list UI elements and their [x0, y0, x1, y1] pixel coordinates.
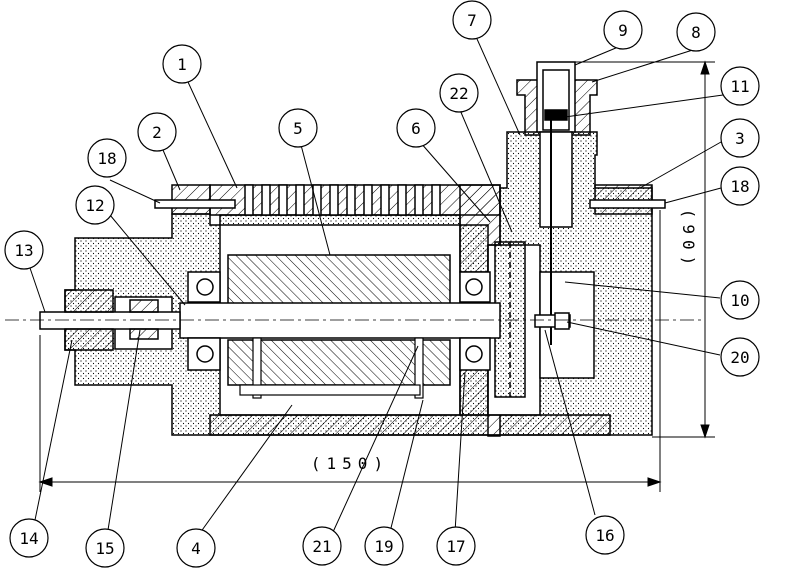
- dimension-height: (90): [679, 209, 698, 272]
- cooling-fins: [209, 184, 501, 216]
- label-4: 4: [191, 539, 201, 558]
- label-17: 17: [446, 537, 465, 556]
- label-18-right: 18: [730, 177, 749, 196]
- label-12: 12: [85, 196, 104, 215]
- label-18-left: 18: [97, 149, 116, 168]
- left-coupling: [64, 289, 159, 351]
- label-9: 9: [618, 21, 628, 40]
- label-16: 16: [595, 526, 614, 545]
- disc: [494, 241, 526, 398]
- label-14: 14: [19, 529, 38, 548]
- label-8: 8: [691, 23, 701, 42]
- label-10: 10: [730, 291, 749, 310]
- label-7: 7: [467, 11, 477, 30]
- callout-circles: [4, 0, 760, 568]
- label-22: 22: [449, 84, 468, 103]
- bolts: [154, 199, 666, 209]
- label-15: 15: [95, 539, 114, 558]
- label-1: 1: [177, 55, 187, 74]
- bearings: [187, 271, 491, 371]
- rod-assembly: [516, 61, 598, 345]
- rotor-pins: [239, 337, 424, 399]
- dimension-length: (150): [311, 454, 389, 473]
- stator: [227, 254, 451, 386]
- main-shaft: [39, 302, 571, 339]
- dimension-lines: [38, 60, 715, 492]
- label-20: 20: [730, 348, 749, 367]
- label-19: 19: [374, 537, 393, 556]
- callout-labels: 1 2 3 4 5 6 7 8 9 10 11 12 13 14 15 16 1…: [14, 11, 749, 558]
- label-3: 3: [735, 129, 745, 148]
- label-13: 13: [14, 241, 33, 260]
- label-6: 6: [411, 119, 421, 138]
- label-2: 2: [152, 123, 162, 142]
- label-5: 5: [293, 119, 303, 138]
- leader-lines: [29, 29, 724, 534]
- label-11: 11: [730, 77, 749, 96]
- bottom-plate: [209, 414, 611, 436]
- label-21: 21: [312, 537, 331, 556]
